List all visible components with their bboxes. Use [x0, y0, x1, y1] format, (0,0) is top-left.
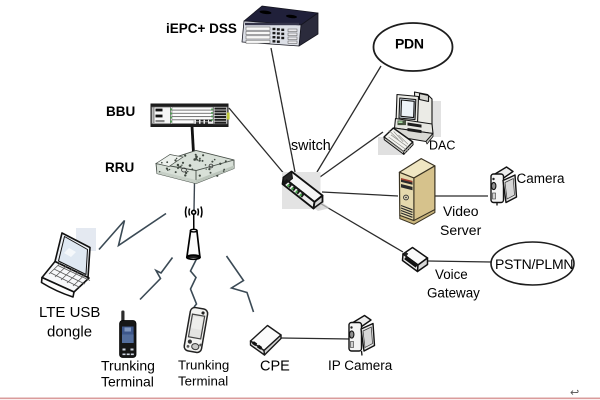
svg-text:CPE: CPE: [260, 359, 290, 375]
svg-text:Terminal: Terminal: [101, 373, 154, 389]
svg-text:LTE USB: LTE USB: [39, 304, 100, 321]
svg-text:PSTN/PLMN: PSTN/PLMN: [495, 256, 573, 272]
svg-text:Server: Server: [440, 222, 482, 238]
svg-text:↩: ↩: [570, 387, 579, 399]
svg-text:IP Camera: IP Camera: [328, 358, 393, 373]
svg-text:Gateway: Gateway: [427, 286, 480, 301]
svg-text:Voice: Voice: [435, 267, 468, 282]
svg-text:Video: Video: [443, 203, 479, 219]
svg-text:RRU: RRU: [105, 160, 134, 175]
svg-text:Terminal: Terminal: [178, 374, 228, 389]
svg-text:DAC: DAC: [429, 139, 455, 153]
svg-text:dongle: dongle: [47, 324, 92, 341]
svg-text:Camera: Camera: [517, 171, 566, 186]
svg-text:Trunking: Trunking: [178, 358, 229, 373]
svg-text:Trunking: Trunking: [101, 358, 155, 374]
svg-text:iEPC+ DSS: iEPC+ DSS: [166, 21, 237, 36]
svg-text:switch: switch: [291, 138, 331, 154]
svg-text:PDN: PDN: [395, 36, 424, 52]
svg-text:BBU: BBU: [106, 104, 135, 119]
